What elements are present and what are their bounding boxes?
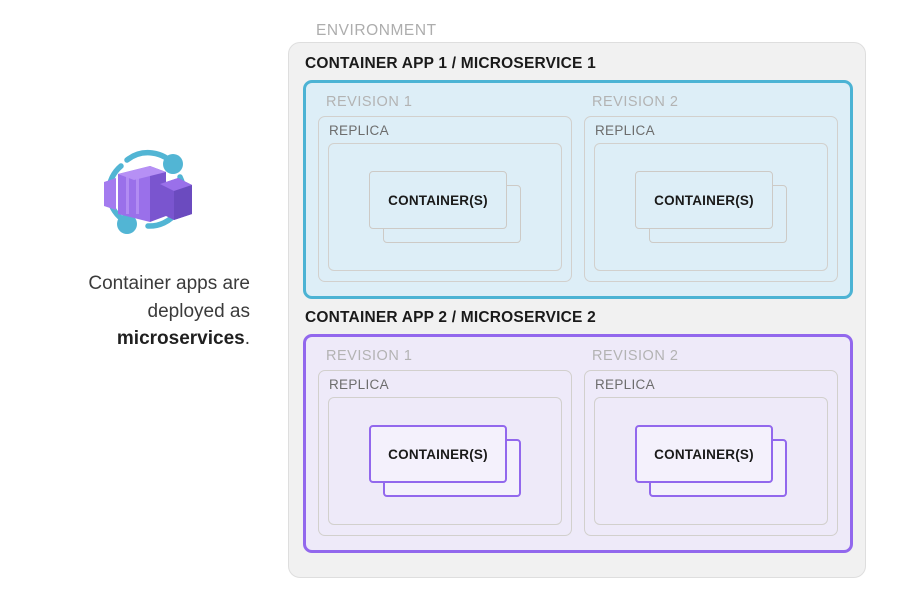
app-1-revision-2-replica-label: REPLICA [595,123,655,138]
environment-box: CONTAINER APP 1 / MICROSERVICE 1 REVISIO… [288,42,866,578]
app-1-revision-1-label: REVISION 1 [326,94,413,110]
container-app-1-body: REVISION 1 REPLICA CONTAINER(S) REVISION [303,80,853,299]
environment-label: ENVIRONMENT [316,22,437,39]
azure-container-apps-icon [103,149,192,234]
app-1-revision-2-label: REVISION 2 [592,94,679,110]
container-label: CONTAINER(S) [654,192,754,208]
app-1-revision-2-replica: REPLICA CONTAINER(S) [584,116,838,282]
app-1-revision-2: REVISION 2 REPLICA CONTAINER(S) [584,94,838,284]
app-2-revision-1-replica: REPLICA CONTAINER(S) [318,370,572,536]
container-card-front: CONTAINER(S) [369,425,507,483]
container-app-1-section: CONTAINER APP 1 / MICROSERVICE 1 REVISIO… [303,56,853,299]
app-1-revision-1-replica-label: REPLICA [329,123,389,138]
app-1-revision-2-inner-box: CONTAINER(S) [594,143,828,271]
app-2-revision-1-replica-label: REPLICA [329,377,389,392]
app-2-revision-2-replica: REPLICA CONTAINER(S) [584,370,838,536]
caption-emphasis: microservices [116,328,245,350]
app-2-revision-2-inner-box: CONTAINER(S) [594,397,828,525]
container-app-2-title: CONTAINER APP 2 / MICROSERVICE 2 [305,309,596,326]
container-label: CONTAINER(S) [654,446,754,462]
container-app-2-body: REVISION 1 REPLICA CONTAINER(S) REVISION [303,334,853,553]
app-1-revision-1: REVISION 1 REPLICA CONTAINER(S) [318,94,572,284]
container-label: CONTAINER(S) [388,192,488,208]
app-2-revision-2-label: REVISION 2 [592,348,679,364]
app-2-revision-1: REVISION 1 REPLICA CONTAINER(S) [318,348,572,538]
app-1-revision-1-container-stack: CONTAINER(S) [369,171,521,243]
app-1-revision-1-replica: REPLICA CONTAINER(S) [318,116,572,282]
caption-period: . [244,328,250,350]
app-2-revision-2-container-stack: CONTAINER(S) [635,425,787,497]
container-card-front: CONTAINER(S) [369,171,507,229]
caption-line-1: Container apps are [88,273,250,294]
app-1-revision-2-container-stack: CONTAINER(S) [635,171,787,243]
container-label: CONTAINER(S) [388,446,488,462]
app-2-revision-1-container-stack: CONTAINER(S) [369,425,521,497]
app-1-revision-1-inner-box: CONTAINER(S) [328,143,562,271]
explainer-panel: Container apps are deployed as microserv… [45,140,250,353]
app-2-revision-1-label: REVISION 1 [326,348,413,364]
container-card-front: CONTAINER(S) [635,425,773,483]
app-2-revision-2: REVISION 2 REPLICA CONTAINER(S) [584,348,838,538]
container-card-front: CONTAINER(S) [635,171,773,229]
caption-line-2: deployed as [147,300,250,322]
app-2-revision-2-replica-label: REPLICA [595,377,655,392]
container-app-1-title: CONTAINER APP 1 / MICROSERVICE 1 [305,55,596,72]
caption-text: Container apps are deployed as microserv… [45,270,250,353]
app-2-revision-1-inner-box: CONTAINER(S) [328,397,562,525]
container-app-2-section: CONTAINER APP 2 / MICROSERVICE 2 REVISIO… [303,310,853,553]
